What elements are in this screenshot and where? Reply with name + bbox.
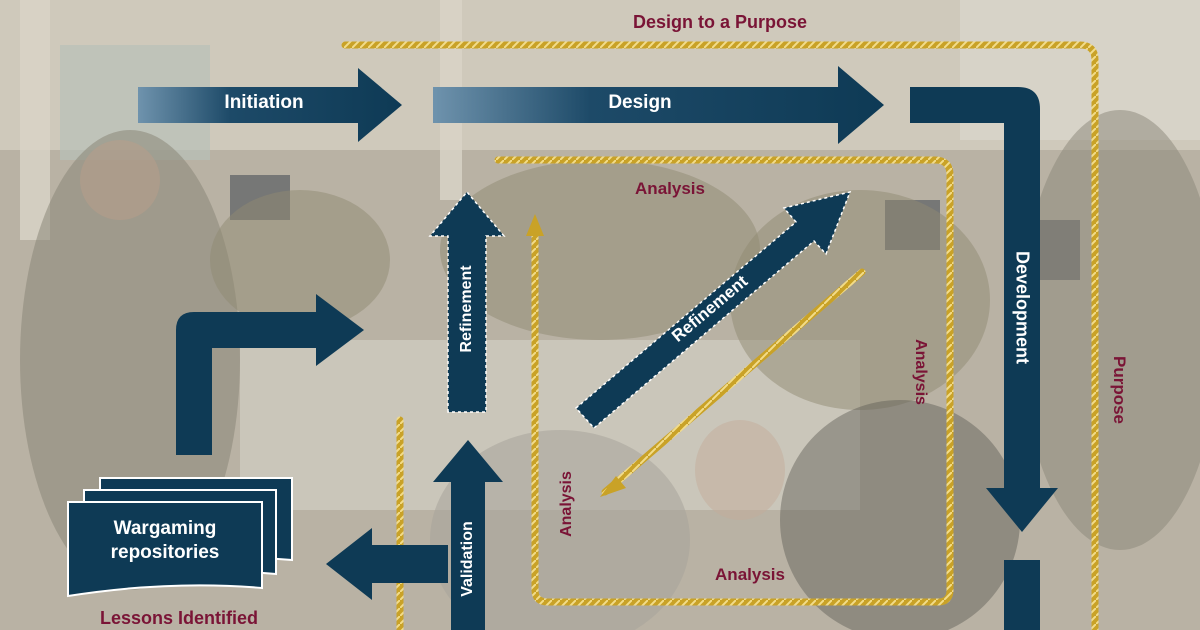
design-label: Design bbox=[608, 92, 672, 113]
repository-card-front bbox=[67, 501, 263, 598]
refinement-vertical-label: Refinement bbox=[458, 265, 475, 353]
analysis-left-label: Analysis bbox=[558, 471, 575, 537]
repository-stack bbox=[67, 477, 293, 598]
refinement-up-arrow bbox=[428, 190, 506, 413]
to-repository-arrow bbox=[326, 528, 448, 600]
initiation-arrow bbox=[138, 68, 402, 142]
repository-label-line2: repositories bbox=[110, 542, 220, 563]
design-to-purpose-label: Design to a Purpose bbox=[632, 12, 808, 32]
rope-loops bbox=[341, 41, 1099, 630]
repository-label-line1: Wargaming bbox=[113, 518, 217, 539]
lessons-identified-caption: Lessons Identified bbox=[99, 608, 259, 628]
development-arrow bbox=[910, 87, 1058, 532]
initiation-label: Initiation bbox=[224, 92, 304, 113]
analysis-top-label: Analysis bbox=[635, 179, 705, 198]
design-arrow bbox=[433, 66, 884, 144]
validation-up-arrow bbox=[433, 440, 503, 630]
entry-bent-arrow bbox=[176, 294, 364, 455]
development-label: Development bbox=[1012, 250, 1033, 365]
diagonal-rope-arrowhead bbox=[600, 476, 626, 497]
development-arrow-tail bbox=[1004, 560, 1040, 630]
purpose-label: Purpose bbox=[1110, 355, 1129, 425]
analysis-right-label: Analysis bbox=[912, 339, 929, 405]
validation-label: Validation bbox=[459, 521, 476, 597]
diagonal-rope bbox=[601, 268, 866, 496]
analysis-loop-arrowhead bbox=[526, 214, 544, 236]
refinement-diagonal-arrow bbox=[574, 190, 852, 430]
analysis-bottom-label: Analysis bbox=[715, 565, 785, 584]
purpose-loop-rope bbox=[341, 41, 1099, 630]
analysis-loop-rope bbox=[494, 156, 954, 606]
